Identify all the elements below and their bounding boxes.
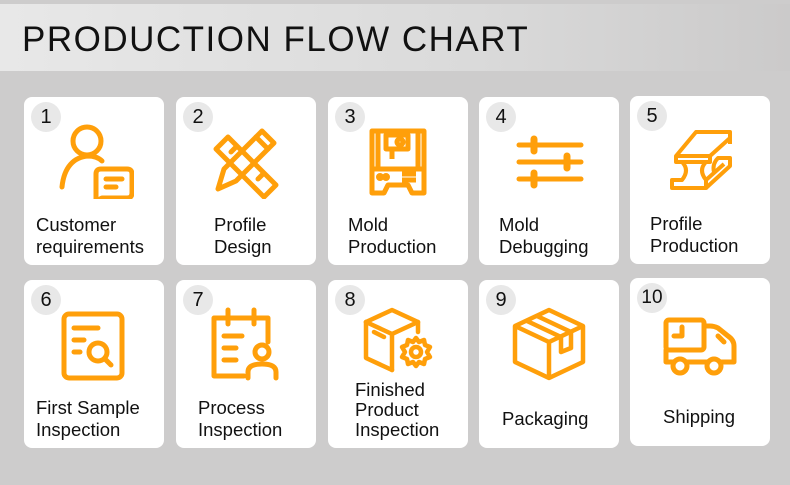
ruler-pencil-icon	[206, 119, 286, 200]
step-number-badge: 8	[335, 285, 365, 315]
step-number-badge: 9	[486, 285, 516, 315]
steel-beam-icon	[660, 118, 740, 198]
step-label: Packaging	[502, 408, 589, 429]
step-number-badge: 6	[31, 285, 61, 315]
delivery-truck-icon	[660, 300, 740, 380]
page-title: PRODUCTION FLOW CHART	[22, 20, 530, 59]
step-card-10: 10 Shipping	[630, 278, 770, 446]
step-number-badge: 1	[31, 102, 61, 132]
clipboard-user-icon	[206, 302, 286, 382]
user-message-icon	[54, 119, 135, 204]
step-label: Shipping	[663, 406, 736, 427]
machine-icon	[358, 119, 438, 199]
step-number-badge: 7	[183, 285, 213, 315]
step-number-badge: 4	[486, 102, 516, 132]
package-icon	[509, 302, 589, 382]
step-card-9: 9 Packaging	[479, 280, 619, 448]
step-number-badge: 10	[637, 283, 667, 313]
document-search-icon	[54, 302, 134, 382]
step-number-badge: 3	[335, 102, 365, 132]
step-number-badge: 2	[183, 102, 213, 132]
sliders-icon	[509, 119, 589, 199]
box-gear-icon	[358, 300, 438, 380]
title-bar: PRODUCTION FLOW CHART	[0, 4, 790, 71]
step-number-badge: 5	[637, 101, 667, 131]
